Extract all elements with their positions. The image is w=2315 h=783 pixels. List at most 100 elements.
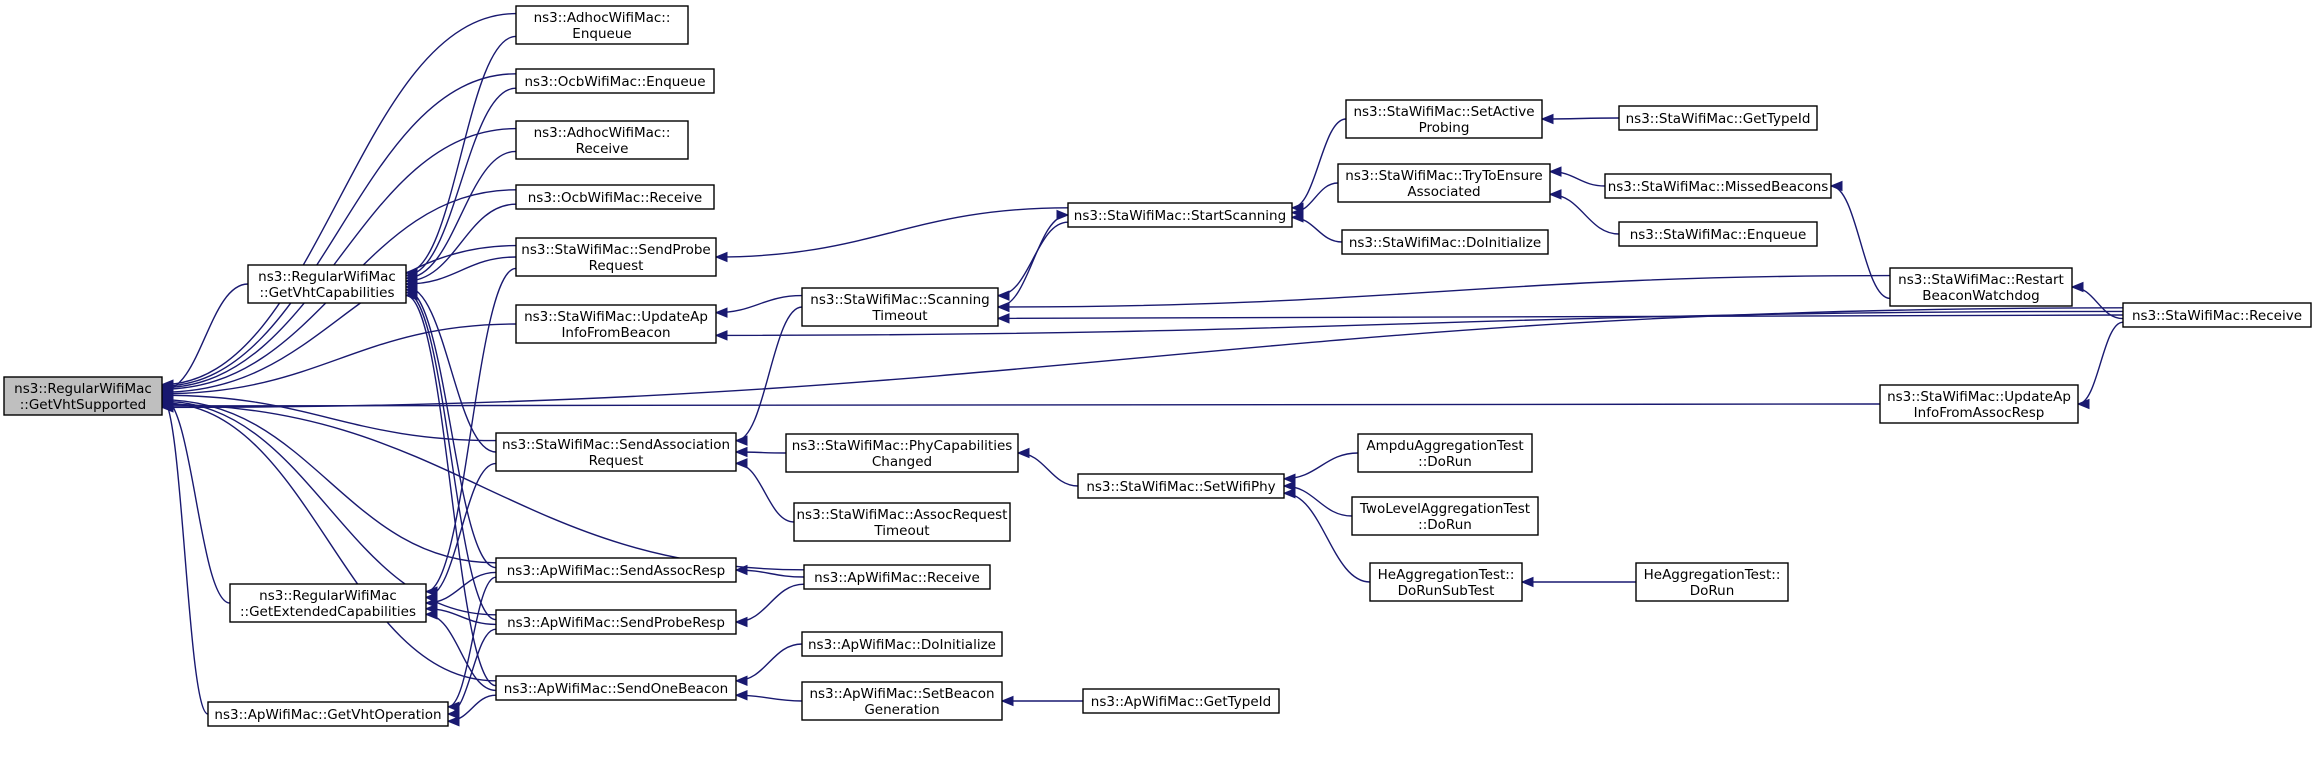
arrowhead <box>1548 166 1562 177</box>
edge-stadoinit-calls-startscanning <box>1290 212 1343 243</box>
edge-line <box>161 323 517 395</box>
arrowhead <box>1282 487 1296 499</box>
arrowhead <box>1540 113 1554 125</box>
edge-stareceive-calls-updateapbeacon <box>714 310 2124 341</box>
arrowhead <box>446 715 460 727</box>
node-box <box>1879 384 2079 424</box>
edge-line <box>405 291 497 621</box>
arrowhead <box>734 616 748 628</box>
edge-updateapbeacon-calls-vhtsupported <box>160 323 517 399</box>
node-label-line: TwoLevelAggregationTest <box>1359 501 1530 517</box>
node-getvhtop[interactable]: ns3::ApWifiMac::GetVhtOperation <box>207 701 449 727</box>
node-ocbenqueue[interactable]: ns3::OcbWifiMac::Enqueue <box>515 68 715 94</box>
node-stagettypeid[interactable]: ns3::StaWifiMac::GetTypeId <box>1618 105 1818 131</box>
node-apdoinit[interactable]: ns3::ApWifiMac::DoInitialize <box>801 631 1003 657</box>
edge-line <box>735 462 795 523</box>
node-box <box>515 5 689 45</box>
edge-line <box>1541 117 1620 120</box>
node-sendproberesp[interactable]: ns3::ApWifiMac::SendProbeResp <box>495 609 737 635</box>
node-staenqueue[interactable]: ns3::StaWifiMac::Enqueue <box>1618 221 1818 247</box>
edge-ocbenqueue-calls-vhtsupported <box>160 73 517 392</box>
edge-line <box>735 583 805 623</box>
node-missedbeacons[interactable]: ns3::StaWifiMac::MissedBeacons <box>1604 173 1832 199</box>
edge-line <box>405 35 517 274</box>
node-getvhtcap[interactable]: ns3::RegularWifiMac::GetVhtCapabilities <box>247 264 407 304</box>
node-ampdutest[interactable]: AmpduAggregationTest::DoRun <box>1357 433 1533 473</box>
node-label-line: ns3::StaWifiMac::DoInitialize <box>1349 235 1541 251</box>
node-twoleveltest[interactable]: TwoLevelAggregationTest::DoRun <box>1351 496 1539 536</box>
edges-layer <box>160 12 2124 727</box>
node-apgettypeid[interactable]: ns3::ApWifiMac::GetTypeId <box>1082 688 1280 714</box>
edge-phycapchanged-calls-sendassocreq <box>734 446 787 458</box>
edge-updateapassoc-calls-vhtsupported <box>160 400 1881 412</box>
node-apreceive[interactable]: ns3::ApWifiMac::Receive <box>803 564 991 590</box>
edge-line <box>735 306 803 442</box>
edge-line <box>1283 492 1371 583</box>
node-hedorun[interactable]: HeAggregationTest::DoRun <box>1635 562 1789 602</box>
node-label-line: ns3::ApWifiMac::SendOneBeacon <box>504 681 728 697</box>
node-label-line: Enqueue <box>572 26 631 42</box>
node-box <box>495 609 737 635</box>
node-box <box>1889 267 2073 307</box>
node-box <box>247 264 407 304</box>
node-label-line: ns3::StaWifiMac::SendProbe <box>521 242 710 258</box>
node-stadoinit[interactable]: ns3::StaWifiMac::DoInitialize <box>1341 229 1549 255</box>
edge-stareceive-calls-updateapassoc <box>2076 321 2124 410</box>
node-startscanning[interactable]: ns3::StaWifiMac::StartScanning <box>1067 202 1293 228</box>
edge-sendonebeacon-calls-vhtsupported <box>160 397 497 682</box>
node-sendassocresp[interactable]: ns3::ApWifiMac::SendAssocResp <box>495 557 737 583</box>
node-stareceive[interactable]: ns3::StaWifiMac::Receive <box>2122 302 2312 328</box>
edge-startscanning-calls-scantimeout <box>996 221 1069 301</box>
edge-stagettypeid-calls-setactiveprobing <box>1540 113 1620 125</box>
arrowhead <box>734 689 748 701</box>
node-label-line: Request <box>589 453 644 469</box>
arrowhead <box>714 251 728 263</box>
edge-trytoensure-calls-startscanning <box>1290 182 1339 218</box>
node-label-line: Changed <box>872 454 932 470</box>
edge-ampdutest-calls-setwifiphy <box>1282 452 1359 485</box>
node-adhocreceive[interactable]: ns3::AdhocWifiMac::Receive <box>515 120 689 160</box>
node-box <box>1337 163 1551 203</box>
edge-apreceive-calls-vhtsupported <box>160 399 805 571</box>
node-hesubtest[interactable]: HeAggregationTest::DoRunSubTest <box>1369 562 1523 602</box>
node-label-line: ns3::StaWifiMac::GetTypeId <box>1626 111 1811 127</box>
arrowhead <box>1016 447 1030 459</box>
node-box <box>1618 221 1818 247</box>
edge-assocreqtimeout-calls-sendassocreq <box>734 458 795 523</box>
edge-line <box>161 244 517 393</box>
edge-sendonebeacon-calls-getvhtcap <box>404 290 497 687</box>
arrowhead <box>996 290 1010 301</box>
node-label-line: ns3::ApWifiMac::GetVhtOperation <box>214 707 441 723</box>
arrowhead <box>734 675 748 687</box>
node-label-line: InfoFromBeacon <box>561 325 670 341</box>
node-vhtsupported[interactable]: ns3::RegularWifiMac::GetVhtSupported <box>3 376 163 416</box>
node-setwifiphy[interactable]: ns3::StaWifiMac::SetWifiPhy <box>1077 473 1285 499</box>
arrowhead <box>1282 480 1296 492</box>
arrowhead <box>1829 180 1843 192</box>
node-sendonebeacon[interactable]: ns3::ApWifiMac::SendOneBeacon <box>495 675 737 701</box>
node-adhocenqueue[interactable]: ns3::AdhocWifiMac::Enqueue <box>515 5 689 45</box>
node-ocbreceive[interactable]: ns3::OcbWifiMac::Receive <box>515 184 715 210</box>
node-box <box>1369 562 1523 602</box>
node-updateapassoc[interactable]: ns3::StaWifiMac::UpdateApInfoFromAssocRe… <box>1879 384 2079 424</box>
arrowhead <box>734 458 748 469</box>
node-box <box>801 631 1003 657</box>
edge-sendproberesp-calls-getvhtop <box>446 628 497 720</box>
node-label-line: ns3::StaWifiMac::SetWifiPhy <box>1086 479 1275 495</box>
node-box <box>515 304 717 344</box>
node-getextcap[interactable]: ns3::RegularWifiMac::GetExtendedCapabili… <box>229 583 427 623</box>
edge-setbeacongen-calls-sendonebeacon <box>734 689 803 702</box>
node-label-line: ns3::StaWifiMac::AssocRequest <box>797 507 1008 523</box>
edge-line <box>161 307 2124 409</box>
edge-line <box>161 400 497 616</box>
